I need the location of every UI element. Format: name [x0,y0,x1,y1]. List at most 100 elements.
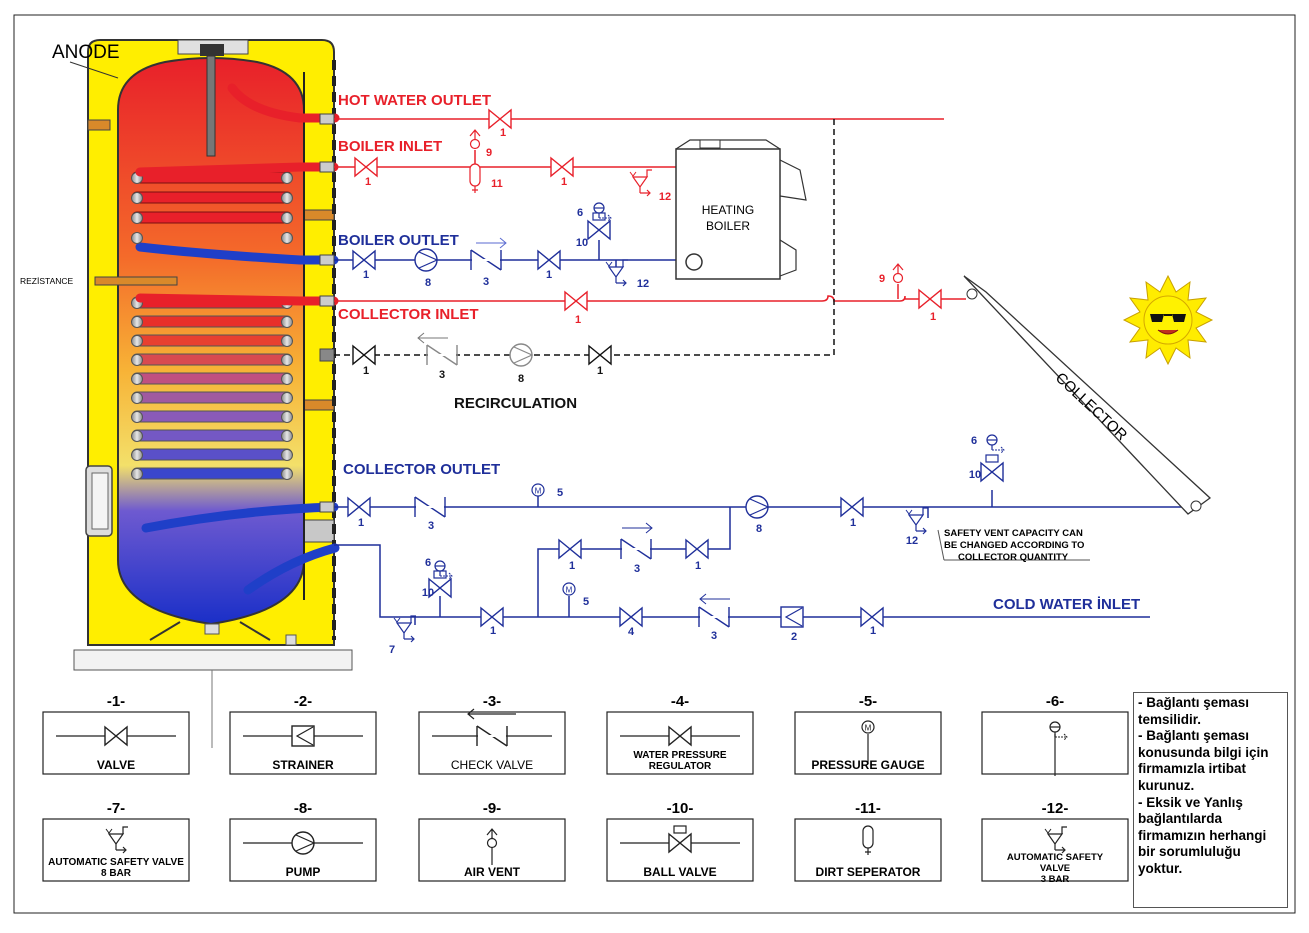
valve-symbol [668,725,692,747]
dirt-separator-symbol [469,163,481,193]
legend-number: -3- [483,693,501,710]
safety-valve-symbol [629,169,652,197]
legend-label: WATER PRESSURE [633,750,726,761]
flow-arrow-icon [467,708,516,720]
coil-end [281,449,293,461]
legend-label: AIR VENT [464,865,521,879]
legend-label: AUTOMATIC SAFETY VALVE [48,857,184,868]
coil-end [131,335,143,347]
component-number: 3 [483,276,489,288]
foot [285,634,297,646]
coil-tube [131,315,293,328]
expansion-vent-symbol [986,434,1005,454]
disclaimer-box: - Bağlantı şeması temsilidir. - Bağlantı… [1133,692,1288,908]
legend-number: -5- [859,693,877,710]
collector-label: COLLECTOR [1052,369,1131,444]
flange-inner [91,472,109,530]
resistance-heater [94,276,178,286]
safety-note-line3: COLLECTOR QUANTITY [958,552,1069,563]
component-number: 3 [439,369,445,381]
ball-valve-symbol [668,825,692,854]
coil-end [281,335,293,347]
coil-end [281,192,293,204]
heating-boiler-line2: BOILER [706,219,750,233]
boiler-outlet-label: BOILER OUTLET [338,232,459,249]
check-valve-symbol [470,249,502,271]
coil-end [281,392,293,404]
valve-symbol [352,249,376,271]
component-number: 1 [575,314,581,326]
legend-label: BALL VALVE [643,865,716,879]
coil-end [281,430,293,442]
component-number: 3 [634,563,640,575]
coil-end [131,373,143,385]
coil-end [131,430,143,442]
strainer-symbol [291,725,315,747]
safety-valve-symbol [605,259,628,287]
valve-symbol [860,606,884,628]
component-number: 1 [569,560,575,572]
coil-end [281,373,293,385]
coil-tube [131,334,293,347]
pressure-gauge-symbol: M [562,582,576,596]
valve-symbol [685,538,709,560]
component-number: 2 [791,631,797,643]
valve-symbol [537,249,561,271]
coil-end [131,411,143,423]
coil-tube [131,391,293,404]
valve-symbol [104,725,128,747]
legend-label: 3 BAR [1041,874,1070,885]
valve-symbol [918,288,942,310]
valve-symbol [558,538,582,560]
component-number: 1 [500,127,506,139]
gauge-letter: M [865,724,872,733]
coil-outlet [141,502,339,533]
legend-number: -7- [107,800,125,817]
collector-inlet-pipe [334,295,966,302]
coil-end [281,411,293,423]
coil-outlet [135,242,339,265]
valve-symbol [480,606,504,628]
lower-coil [131,293,339,533]
coil-end [131,449,143,461]
component-number: 4 [628,626,635,638]
safety-valve-symbol [393,615,416,643]
component-number: 1 [930,311,936,323]
component-number: 6 [577,207,583,219]
legend-label: AUTOMATIC SAFETY [1007,852,1104,863]
coil-end [281,172,293,184]
coil-tube [131,448,293,461]
legend-box [606,711,754,775]
coil-end [131,232,143,244]
hot-outlet-internal [227,83,340,123]
legend-number: -10- [667,800,694,817]
pump-symbol [745,495,770,519]
legend-number: -4- [671,693,689,710]
collector-outlet-label: COLLECTOR OUTLET [343,461,500,478]
coil-end [131,316,143,328]
component-number: 8 [756,523,762,535]
valve-symbol [564,290,588,312]
collector-inlet-label: COLLECTOR INLET [338,306,479,323]
legend-label: REGULATOR [649,761,712,772]
component-number: 1 [561,176,567,188]
check-valve-symbol [698,606,730,628]
coil-inlet [135,293,339,306]
legend-number: -9- [483,800,501,817]
component-number: 1 [365,176,371,188]
component-number: 9 [486,147,492,159]
coil-end [131,192,143,204]
valve-symbol [488,108,512,130]
legend-label: STRAINER [272,758,334,772]
legend-box [418,711,566,775]
anode-leader [69,61,119,79]
hot-water-outlet-label: HOT WATER OUTLET [338,92,491,109]
heating-boiler: HEATING BOILER [675,139,807,280]
check-valve-symbol [414,496,446,518]
component-number: 7 [389,644,395,656]
anode-rod [206,55,216,157]
check-valve-symbol [476,725,508,747]
coil-tube [131,353,293,366]
component-number: 3 [711,630,717,642]
legend: -1-VALVE-2-STRAINER-3-CHECK VALVE-4-WATE… [42,693,1129,885]
